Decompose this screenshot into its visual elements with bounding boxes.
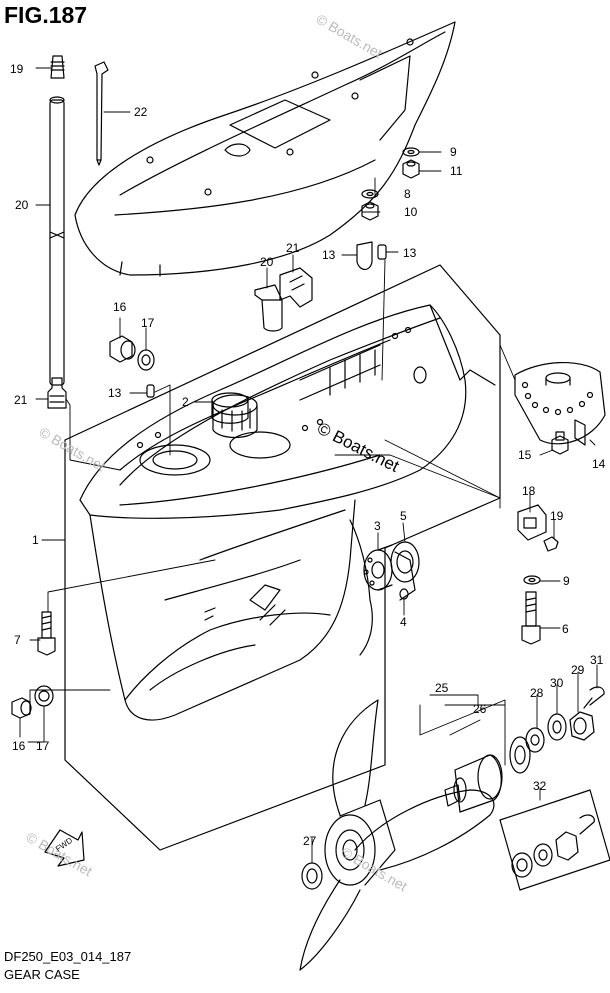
callout-23: 20	[15, 198, 29, 212]
callout-18: 18	[522, 484, 536, 498]
seal-12	[356, 241, 373, 271]
trim-tab	[514, 362, 606, 446]
callout-20: 20	[260, 255, 274, 269]
callout-17a: 17	[141, 316, 155, 330]
washer-upper	[137, 349, 155, 371]
callout-2: 2	[182, 395, 189, 409]
callout-24: 21	[14, 393, 28, 407]
washer-9-top	[402, 147, 420, 157]
washer-9-mid	[523, 575, 541, 585]
bushing-2	[211, 392, 249, 424]
washer-31	[547, 713, 567, 741]
callout-7: 7	[14, 633, 21, 647]
figure-title: FIG.187	[4, 2, 88, 28]
callout-21: 21	[286, 241, 300, 255]
callout-5: 5	[400, 509, 407, 523]
assembly-box	[64, 264, 501, 851]
callout-11: 11	[450, 164, 463, 178]
callout-26: 25	[435, 681, 449, 695]
callout-10: 10	[404, 205, 418, 219]
callout-30: 29	[571, 663, 585, 677]
callout-15: 15	[518, 448, 532, 462]
water-pipe-fitting	[47, 377, 67, 409]
anode-18	[517, 504, 547, 541]
callout-13a: 13	[108, 386, 122, 400]
callout-31: 30	[550, 676, 564, 690]
callout-16a: 16	[113, 300, 127, 314]
watermark-center: © Boats.net	[314, 419, 402, 476]
bolt-6	[521, 591, 541, 645]
watermark-left: © Boats.net	[37, 424, 109, 475]
callout-12: 13	[322, 248, 336, 262]
bracket-21	[279, 267, 313, 308]
callout-1: 1	[32, 533, 39, 547]
callout-25: 22	[134, 105, 148, 119]
pin-part	[50, 55, 65, 79]
kit-33-box	[499, 789, 610, 891]
callout-9b: 9	[563, 574, 570, 588]
model-code: DF250_E03_014_187	[4, 949, 132, 964]
spacer-28	[301, 862, 323, 890]
plug-lower	[11, 697, 32, 719]
bolt-7	[37, 611, 56, 656]
nut-30	[569, 711, 595, 741]
thrust-washer	[509, 736, 531, 774]
callout-4: 4	[400, 615, 407, 629]
bracket-20	[254, 284, 283, 332]
callout-33: 32	[533, 779, 547, 793]
callout-16b: 16	[12, 739, 26, 753]
callout-labels: 19 20 22 21 16 17 13 2 1 7 16 17 20 21 1…	[10, 62, 606, 848]
callout-17b: 17	[36, 739, 50, 753]
fwd-arrow	[44, 829, 85, 867]
washer-29	[525, 727, 545, 753]
callout-14: 14	[592, 457, 606, 471]
callout-28: 27	[303, 834, 317, 848]
callout-6: 6	[562, 622, 569, 636]
plug-upper	[109, 335, 136, 363]
gear-case-housing	[79, 304, 496, 721]
leader-lines	[19, 67, 598, 863]
figure-caption: GEAR CASE	[4, 967, 80, 982]
cotter-pin-32	[583, 686, 605, 709]
watermarks: © Boats.net © Boats.net © Boats.net © Bo…	[24, 11, 411, 895]
callout-13b: 13	[403, 246, 417, 260]
washer-8	[361, 189, 379, 199]
nut-11	[402, 159, 420, 179]
screw-19	[543, 536, 559, 552]
washer-lower	[34, 685, 54, 707]
nut-10	[361, 201, 379, 221]
pin-4	[399, 588, 409, 600]
callout-3: 3	[374, 519, 381, 533]
propeller	[299, 699, 495, 971]
seal-5	[390, 541, 420, 583]
callout-27: 26	[473, 702, 487, 716]
dowel-13-left	[146, 384, 155, 398]
anti-cavitation-cover	[74, 21, 456, 277]
bushing-27	[444, 754, 503, 813]
callout-32: 31	[590, 653, 604, 667]
watermark-top: © Boats.net	[314, 11, 386, 62]
dowel-13-top	[377, 244, 387, 260]
driveshaft	[49, 96, 65, 386]
callout-8: 8	[404, 187, 411, 201]
callout-22: 19	[10, 62, 24, 76]
cable-tie	[94, 61, 109, 166]
bearing-3	[363, 544, 393, 591]
callout-19: 19	[550, 509, 564, 523]
watermark-bottom-mid: © Boats.net	[339, 844, 411, 895]
callout-29: 28	[530, 686, 544, 700]
callout-9a: 9	[450, 145, 457, 159]
